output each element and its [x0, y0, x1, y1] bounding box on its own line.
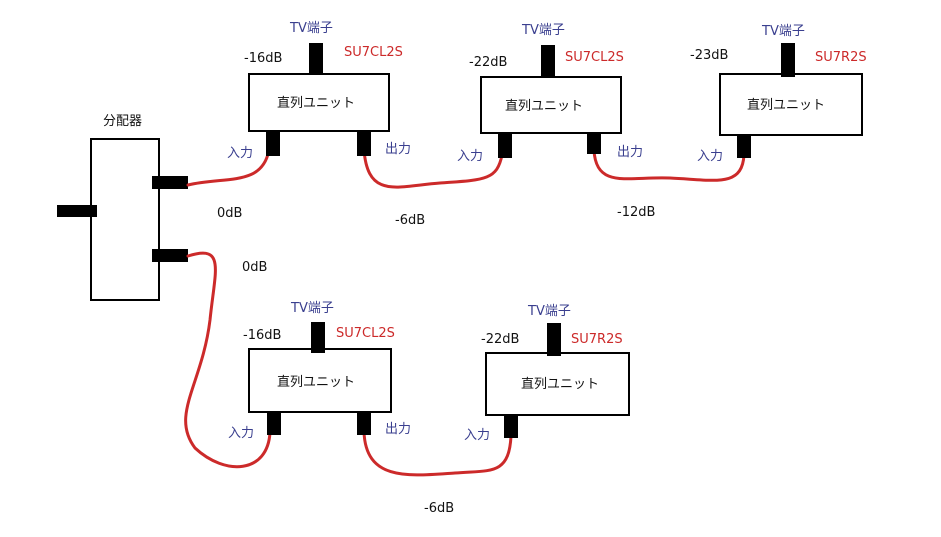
- cable-level-labels: 0dB 0dB -6dB -12dB -6dB: [217, 205, 655, 516]
- unit-2-output-label: 出力: [617, 145, 643, 160]
- unit-5-name: 直列ユニット: [521, 377, 599, 392]
- cable-unit1-to-unit2: [362, 148, 504, 189]
- unit-5-tv-port: [547, 323, 561, 356]
- unit-2-body: [480, 76, 622, 134]
- unit-3-input-label: 入力: [697, 149, 723, 164]
- splitter-label: 分配器: [103, 114, 142, 129]
- unit-2-name: 直列ユニット: [505, 99, 583, 114]
- unit-1-input-port: [266, 130, 280, 156]
- cable-unit2-to-unit3: [592, 148, 746, 182]
- unit-5-input-label: 入力: [464, 428, 490, 443]
- unit-1-output-port: [357, 130, 371, 156]
- splitter-body: [90, 138, 160, 301]
- splitter-output-port-bottom: [152, 249, 188, 262]
- unit-1-model: SU7CL2S: [344, 45, 403, 60]
- splitter: 分配器: [57, 114, 188, 301]
- unit-1-db: -16dB: [244, 51, 282, 66]
- splitter-output-port-top: [152, 176, 188, 189]
- unit-1-tv-port: [309, 43, 323, 75]
- unit-4-db: -16dB: [243, 328, 281, 343]
- unit-5-input-port: [504, 414, 518, 438]
- unit-2-output-port: [587, 132, 601, 154]
- unit-4-name: 直列ユニット: [277, 375, 355, 390]
- level-unit4-to-unit5: -6dB: [424, 501, 454, 516]
- unit-1-input-label: 入力: [227, 146, 253, 161]
- unit-2-db: -22dB: [469, 55, 507, 70]
- unit-3-db: -23dB: [690, 48, 728, 63]
- unit-4-tv-port: [311, 322, 325, 353]
- level-unit2-to-unit3: -12dB: [617, 205, 655, 220]
- splitter-input-port: [57, 205, 97, 217]
- unit-1-output-label: 出力: [385, 142, 411, 157]
- unit-5-db: -22dB: [481, 332, 519, 347]
- unit-2-input-label: 入力: [457, 149, 483, 164]
- unit-3-tv-port: [781, 43, 795, 77]
- unit-4-input-label: 入力: [228, 426, 254, 441]
- unit-1-name: 直列ユニット: [277, 96, 355, 111]
- unit-5-tv-label: TV端子: [527, 304, 571, 319]
- unit-1: TV端子 -16dB SU7CL2S 直列ユニット 入力 出力: [227, 21, 411, 161]
- unit-4-tv-label: TV端子: [290, 301, 334, 316]
- unit-2-tv-label: TV端子: [521, 23, 565, 38]
- level-unit1-to-unit2: -6dB: [395, 213, 425, 228]
- cables: [184, 148, 746, 477]
- unit-3-tv-label: TV端子: [761, 24, 805, 39]
- cable-splitter-to-unit4: [184, 251, 272, 469]
- unit-2-model: SU7CL2S: [565, 50, 624, 65]
- unit-4-output-label: 出力: [385, 422, 411, 437]
- unit-4-input-port: [267, 411, 281, 435]
- unit-4-model: SU7CL2S: [336, 326, 395, 341]
- unit-4: TV端子 -16dB SU7CL2S 直列ユニット 入力 出力: [228, 301, 411, 441]
- level-splitter-bottom: 0dB: [242, 260, 267, 275]
- unit-3-model: SU7R2S: [815, 50, 867, 65]
- unit-3-name: 直列ユニット: [747, 98, 825, 113]
- level-splitter-top: 0dB: [217, 206, 242, 221]
- cable-unit4-to-unit5: [362, 430, 513, 477]
- unit-5: TV端子 -22dB SU7R2S 直列ユニット 入力: [464, 304, 630, 443]
- unit-2-tv-port: [541, 45, 555, 78]
- unit-5-model: SU7R2S: [571, 332, 623, 347]
- unit-1-body: [248, 73, 390, 132]
- unit-3-input-port: [737, 134, 751, 158]
- cable-splitter-to-unit1: [186, 148, 271, 187]
- unit-4-output-port: [357, 411, 371, 435]
- unit-3: TV端子 -23dB SU7R2S 直列ユニット 入力: [690, 24, 867, 164]
- unit-2-input-port: [498, 132, 512, 158]
- unit-2: TV端子 -22dB SU7CL2S 直列ユニット 入力 出力: [457, 23, 643, 164]
- unit-1-tv-label: TV端子: [289, 21, 333, 36]
